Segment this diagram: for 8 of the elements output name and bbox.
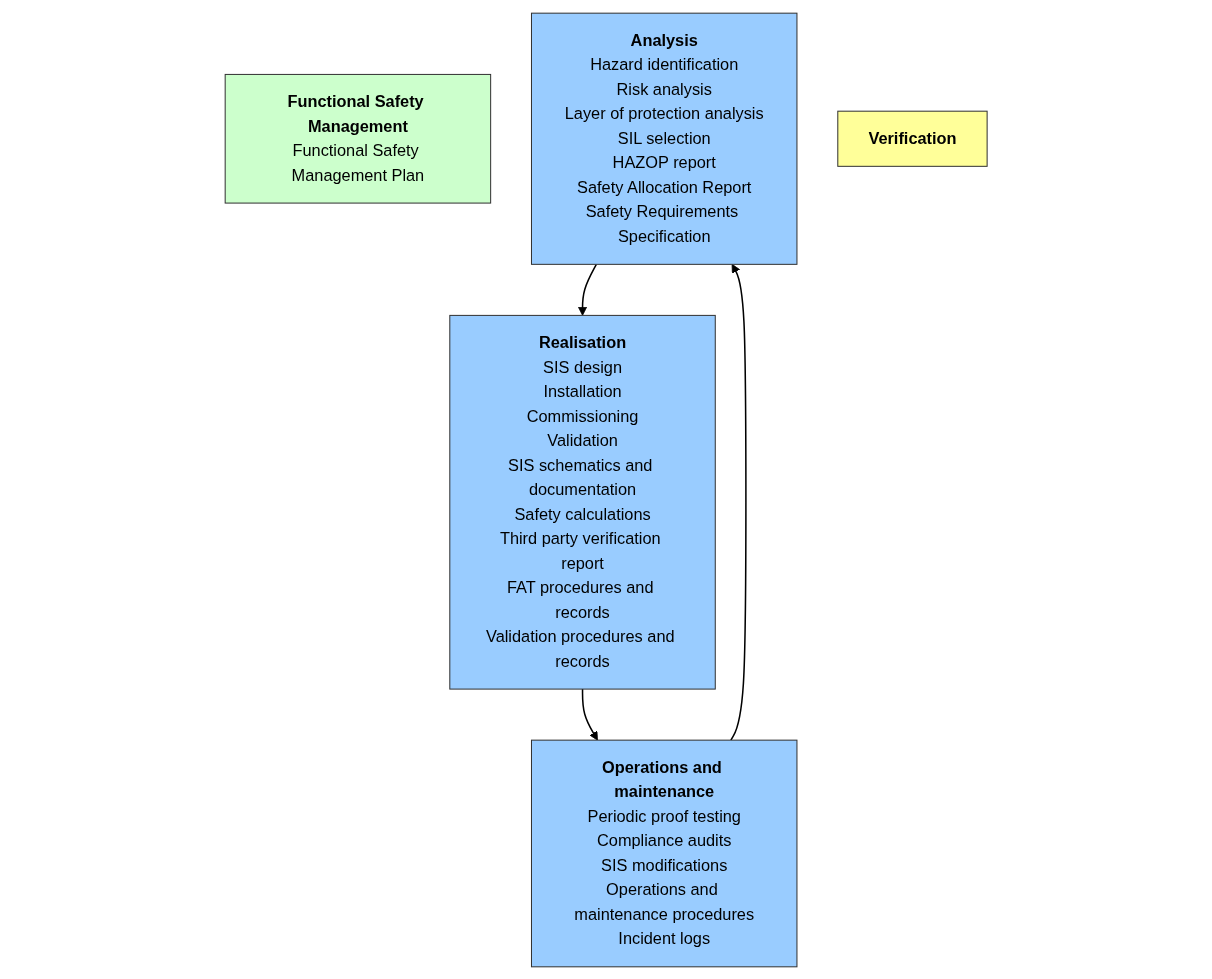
node-box: Functional Safety Management Functional Safety Management Plan bbox=[224, 73, 491, 204]
arrow bbox=[577, 263, 597, 316]
arrow bbox=[581, 687, 598, 741]
node-box: Verification bbox=[837, 110, 988, 167]
arrow bbox=[729, 263, 747, 741]
node-box: Operations and maintenance Periodic proof testing Compliance audits SIS modifications Operations and maintenance procedures Incident logs bbox=[530, 739, 798, 967]
node-box: Analysis Hazard identification Risk analysis Layer of protection analysis SIL selection HAZOP report Safety Allocation Report Safety Requirements Specification bbox=[530, 12, 798, 265]
node-box: Realisation SIS design Installation Commissioning Validation SIS schematics and documentation Safety calculations Third party verification report FAT procedures and records Validation procedures and records bbox=[449, 314, 716, 690]
